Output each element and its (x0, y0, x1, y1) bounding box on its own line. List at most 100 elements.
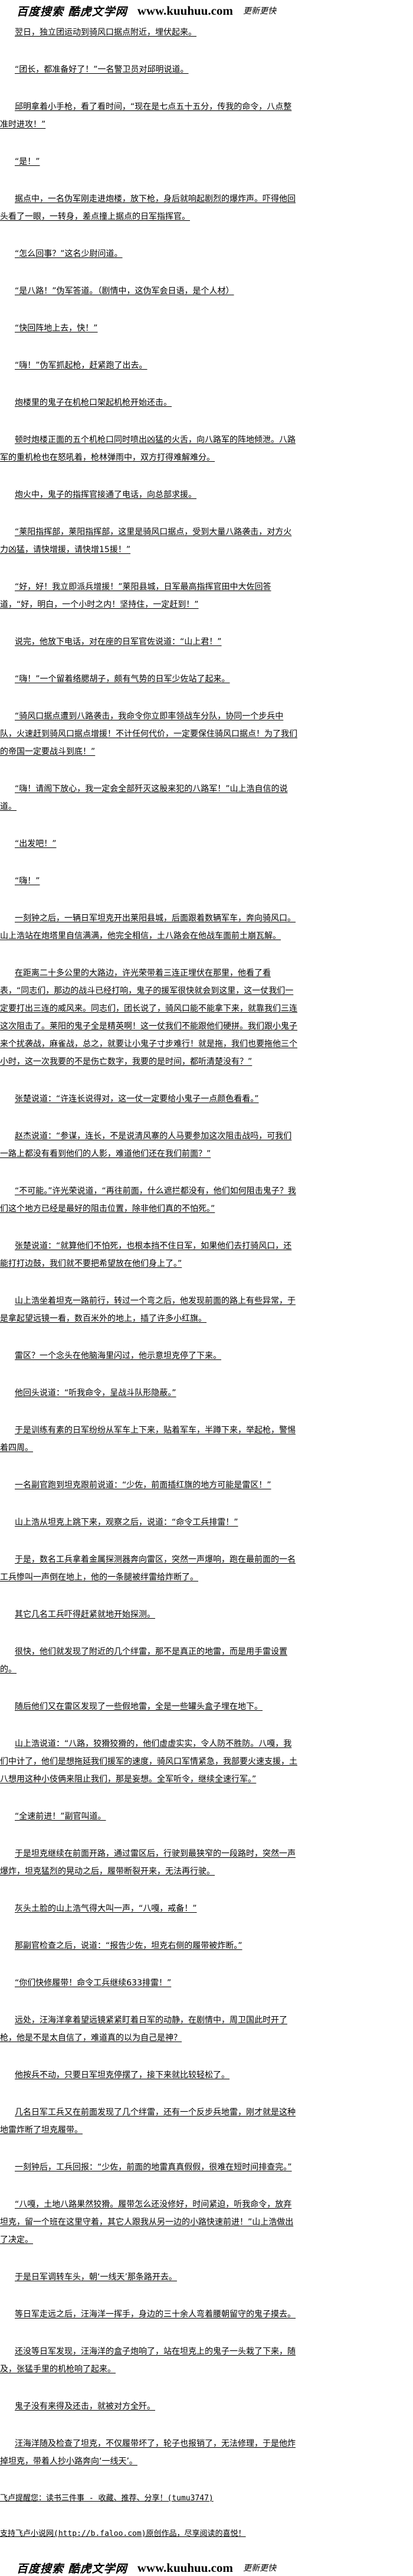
paragraph: “嗨！”伪军抓起枪，赶紧跑了出去。 (0, 357, 299, 374)
paragraph-text: 炮火中，鬼子的指挥官接通了电话，向总部求援。 (15, 490, 196, 500)
paragraph: 几名日军工兵又在前面发现了几个绊雷，还有一个反步兵地雷，刚才就是这种地雷炸断了坦… (0, 2104, 299, 2139)
paragraph: “团长，都准备好了！”一名警卫员对邱明说道。 (0, 61, 299, 79)
paragraph: “是！” (0, 153, 299, 171)
paragraph: 顿时炮楼正面的五个机枪口同时喷出凶猛的火舌，向八路军的阵地倾泄。八路军的重机枪也… (0, 431, 299, 467)
paragraph-text: 于是坦克继续在前面开路，通过雷区后，行驶到最狭窄的一段路时，突然一声爆炸，坦克猛… (0, 1849, 296, 1876)
paragraph: “八嘎，土地八路果然狡猾。履带怎么还没修好，时间紧迫，听我命令，放弃坦克，留一个… (0, 2196, 299, 2249)
paragraph: 翌日，独立团运动到骑风口据点附近，埋伏起来。 (0, 24, 299, 41)
paragraph-text: “全速前进！”副官叫道。 (15, 1812, 106, 1821)
paragraph-text: 一刻钟后，工兵回报：“少佐，前面的地雷真真假假，很难在短时间排查完。” (15, 2163, 292, 2172)
paragraph-text: 很快，他们就发现了附近的几个绊雷，那不是真正的地雷，而是用手雷设置的。 (0, 1647, 287, 1674)
paragraph-text: 炮楼里的鬼子在机枪口架起机枪开始还击。 (15, 398, 172, 407)
paragraph-text: 他按兵不动，只要日军坦克停摆了，接下来就比较轻松了。 (15, 2070, 230, 2080)
paragraph-text: 他回头说道：“听我命令，呈战斗队形隐蔽。” (15, 1388, 176, 1398)
paragraph-text: “怎么回事？”这名少尉问道。 (15, 249, 123, 259)
paragraph-text: 一名副官跑到坦克跟前说道：“少佐，前面插红旗的地方可能是雷区！” (15, 1481, 271, 1490)
paragraph: 于是坦克继续在前面开路，通过雷区后，行驶到最狭窄的一段路时，突然一声爆炸，坦克猛… (0, 1845, 299, 1880)
paragraph: 赵杰说道：“参谋，连长，不是说清风寨的人马要参加这次阻击战吗，可我们一路上都没有… (0, 1127, 299, 1163)
paragraph-text: “是八路！”伪军答道。（剧情中，这伪军会日语，是个人材） (15, 286, 234, 296)
paragraph-text: 灰头土脸的山上浩气得大叫一声，“八嘎，戒备！” (15, 1904, 197, 1913)
paragraph: 还没等日军发现，汪海洋的盒子炮响了，站在坦克上的鬼子一头栽了下来，随及，张猛手里… (0, 2343, 299, 2378)
paragraph-text: “不可能。”许光荣说道，“再往前面，什么遮拦都没有，他们如何阻击鬼子？我们这个地… (0, 1186, 296, 1214)
paragraph-text: “嗨！”一个留着络腮胡子，颇有气势的日军少佐站了起来。 (15, 674, 230, 684)
paragraph-text: 邱明拿着小手枪，看了看时间，“现在是七点五十五分，传我的命令，八点整准时进攻！” (0, 102, 292, 129)
logo-cn-text: 百度搜索 酷虎文学网 (17, 5, 127, 18)
paragraph-list: 翌日，独立团运动到骑风口据点附近，埋伏起来。 “团长，都准备好了！”一名警卫员对邱… (0, 24, 299, 2470)
paragraph: 一名副官跑到坦克跟前说道：“少佐，前面插红旗的地方可能是雷区！” (0, 1476, 299, 1494)
paragraph: 在距离二十多公里的大路边，许光荣带着三连正埋伏在那里，他看了看表，“同志们，那边… (0, 964, 299, 1071)
paragraph-text: “嗨！” (15, 876, 40, 886)
paragraph-text: 等日军走远之后，汪海洋一挥手，身边的三十余人弯着腰朝留守的鬼子摸去。 (15, 2310, 296, 2319)
paragraph-text: 山上浩从坦克上跳下来，观察之后，说道：“命令工兵排雷！” (15, 1518, 238, 1527)
paragraph-text: 张楚说道：“许连长说得对，这一仗一定要给小鬼子一点颜色看看。” (15, 1094, 259, 1104)
paragraph-text: “骑风口据点遭到八路袭击，我命令你立即率领战车分队，协同一个步兵中队，火速赶到骑… (0, 712, 297, 757)
footer-reminder-text: 飞卢提醒您：读书三件事 - 收藏、推荐、分享！(tumu3747) (0, 2494, 214, 2503)
paragraph: 张楚说道：“就算他们不怕死，也根本挡不住日军，如果他们去打骑风口，还能打打边鼓，… (0, 1237, 299, 1273)
paragraph-text: 鬼子没有来得及还击，就被对方全歼。 (15, 2402, 155, 2411)
paragraph: “好，好！我立即派兵增援！”莱阳县城，日军最高指挥官田中大佐回答道，“好，明白，… (0, 578, 299, 614)
paragraph-text: 于是，数名工兵拿着金属探测器奔向雷区，突然一声爆响，跑在最前面的一名工兵惨叫一声… (0, 1555, 296, 1582)
logo-slogan-text: 更新更快 (242, 6, 276, 16)
paragraph: 鬼子没有来得及还击，就被对方全歼。 (0, 2398, 299, 2415)
paragraph: “嗨！”一个留着络腮胡子，颇有气势的日军少佐站了起来。 (0, 670, 299, 688)
paragraph: 张楚说道：“许连长说得对，这一仗一定要给小鬼子一点颜色看看。” (0, 1090, 299, 1108)
paragraph-text: 远处，汪海洋拿着望远镜紧紧盯着日军的动静，在剧情中，周卫国此时开了枪，他是不是太… (0, 2016, 287, 2043)
paragraph: 他按兵不动，只要日军坦克停摆了，接下来就比较轻松了。 (0, 2066, 299, 2084)
logo-url-text: www.kuuhuu.com (137, 3, 233, 18)
logo-cn-text: 百度搜索 酷虎文学网 (17, 2562, 127, 2575)
paragraph: 于是，数名工兵拿着金属探测器奔向雷区，突然一声爆响，跑在最前面的一名工兵惨叫一声… (0, 1551, 299, 1586)
paragraph-text: “嗨！”伪军抓起枪，赶紧跑了出去。 (15, 361, 148, 370)
paragraph: 远处，汪海洋拿着望远镜紧紧盯着日军的动静，在剧情中，周卫国此时开了枪，他是不是太… (0, 2011, 299, 2047)
paragraph-text: 还没等日军发现，汪海洋的盒子炮响了，站在坦克上的鬼子一头栽了下来，随及，张猛手里… (0, 2347, 296, 2374)
logo-url-text: www.kuuhuu.com (137, 2560, 233, 2575)
paragraph-text: 那副官检查之后，说道：“报告少佐，坦克右侧的履带被炸断。” (15, 1941, 242, 1951)
paragraph: “骑风口据点遭到八路袭击，我命令你立即率领战车分队，协同一个步兵中队，火速赶到骑… (0, 707, 299, 761)
paragraph-text: “是！” (15, 157, 40, 167)
paragraph: 随后他们又在雷区发现了一些假地雷，全是一些罐头盒子埋在地下。 (0, 1698, 299, 1716)
paragraph: 邱明拿着小手枪，看了看时间，“现在是七点五十五分，传我的命令，八点整准时进攻！” (0, 98, 299, 133)
paragraph: “莱阳指挥部，莱阳指挥部，这里是骑风口据点，受到大量八路袭击，对方火力凶猛，请快… (0, 523, 299, 559)
chapter-content: 翌日，独立团运动到骑风口据点附近，埋伏起来。 “团长，都准备好了！”一名警卫员对邱… (0, 24, 299, 2575)
paragraph: “不可能。”许光荣说道，“再往前面，什么遮拦都没有，他们如何阻击鬼子？我们这个地… (0, 1182, 299, 1218)
site-logo-header[interactable]: 百度搜索 酷虎文学网 www.kuuhuu.com 更新更快 (17, 4, 276, 18)
paragraph: “怎么回事？”这名少尉问道。 (0, 245, 299, 263)
paragraph: 山上浩说道：“八路，狡猾狡猾的，他们虚虚实实，令人防不胜防。八嘎，我们中计了，他… (0, 1735, 299, 1788)
paragraph-text: 山上浩坐着坦克一路前行，转过一个弯之后，他发现前面的路上有些异常，于是拿起望远镜… (0, 1296, 296, 1323)
paragraph-text: “八嘎，土地八路果然狡猾。履带怎么还没修好，时间紧迫，听我命令，放弃坦克，留一个… (0, 2200, 294, 2245)
paragraph: 山上浩坐着坦克一路前行，转过一个弯之后，他发现前面的路上有些异常，于是拿起望远镜… (0, 1292, 299, 1328)
paragraph-text: 几名日军工兵又在前面发现了几个绊雷，还有一个反步兵地雷，刚才就是这种地雷炸断了坦… (0, 2108, 296, 2135)
paragraph: 一刻钟后，工兵回报：“少佐，前面的地雷真真假假，很难在短时间排查完。” (0, 2158, 299, 2176)
paragraph-text: “快回阵地上去，快！” (15, 324, 98, 333)
paragraph-text: 一刻钟之后，一辆日军坦克开出莱阳县城，后面跟着数辆军车，奔向骑风口。山上浩站在炮… (0, 914, 296, 941)
paragraph-text: “好，好！我立即派兵增援！”莱阳县城，日军最高指挥官田中大佐回答道，“好，明白，… (0, 582, 271, 609)
paragraph-text: 据点中，一名伪军刚走进炮楼，放下枪，身后就响起剧烈的爆炸声。吓得他回头看了一眼，… (0, 194, 296, 221)
paragraph: 很快，他们就发现了附近的几个绊雷，那不是真正的地雷，而是用手雷设置的。 (0, 1643, 299, 1678)
paragraph-text: 翌日，独立团运动到骑风口据点附近，埋伏起来。 (15, 28, 196, 37)
paragraph: 等日军走远之后，汪海洋一挥手，身边的三十余人弯着腰朝留守的鬼子摸去。 (0, 2306, 299, 2323)
paragraph-text: 于是日军调转车头，朝‘一线天’那条路开去。 (15, 2272, 177, 2282)
paragraph: “快回阵地上去，快！” (0, 319, 299, 337)
paragraph-text: 汪海洋随及检查了坦克，不仅履带坏了，轮子也报销了，无法修理，于是他炸掉坦克，带着… (0, 2439, 296, 2466)
paragraph-text: “出发吧！” (15, 839, 57, 849)
paragraph-text: 顿时炮楼正面的五个机枪口同时喷出凶猛的火舌，向八路军的阵地倾泄。八路军的重机枪也… (0, 435, 296, 462)
paragraph: 雷区？一个念头在他脑海里闪过，他示意坦克停了下来。 (0, 1347, 299, 1365)
paragraph-text: 山上浩说道：“八路，狡猾狡猾的，他们虚虚实实，令人防不胜防。八嘎，我们中计了，他… (0, 1739, 297, 1784)
paragraph: 说完，他放下电话，对在座的日军官佐说道：“山上君！” (0, 633, 299, 651)
site-logo-footer[interactable]: 百度搜索 酷虎文学网 www.kuuhuu.com 更新更快 (17, 2561, 276, 2575)
paragraph: 于是训练有素的日军纷纷从军车上下来，贴着军车，半蹲下来，举起枪，警惕着四周。 (0, 1421, 299, 1457)
footer-support-link[interactable]: 支持飞卢小说网(http://b.faloo.com)原创作品，尽享阅读的喜悦！ (0, 2529, 246, 2538)
paragraph: 汪海洋随及检查了坦克，不仅履带坏了，轮子也报销了，无法修理，于是他炸掉坦克，带着… (0, 2435, 299, 2470)
paragraph: 炮楼里的鬼子在机枪口架起机枪开始还击。 (0, 394, 299, 412)
paragraph-text: 于是训练有素的日军纷纷从军车上下来，贴着军车，半蹲下来，举起枪，警惕着四周。 (0, 1426, 296, 1453)
paragraph-text: 雷区？一个念头在他脑海里闪过，他示意坦克停了下来。 (15, 1351, 221, 1361)
paragraph: “你们快修履带！命令工兵继续633排雷！” (0, 1974, 299, 1992)
footer-support[interactable]: 支持飞卢小说网(http://b.faloo.com)原创作品，尽享阅读的喜悦！ (0, 2525, 299, 2543)
paragraph-text: “嗨！请阁下放心，我一定会全部歼灭这股来犯的八路军！”山上浩自信的说道。 (0, 784, 288, 811)
paragraph: “是八路！”伪军答道。（剧情中，这伪军会日语，是个人材） (0, 282, 299, 300)
paragraph-text: 说完，他放下电话，对在座的日军官佐说道：“山上君！” (15, 637, 222, 647)
paragraph: “全速前进！”副官叫道。 (0, 1808, 299, 1825)
paragraph-text: “你们快修履带！命令工兵继续633排雷！” (15, 1978, 172, 1988)
paragraph: 于是日军调转车头，朝‘一线天’那条路开去。 (0, 2268, 299, 2286)
paragraph-text: 随后他们又在雷区发现了一些假地雷，全是一些罐头盒子埋在地下。 (15, 1702, 263, 1711)
paragraph: 他回头说道：“听我命令，呈战斗队形隐蔽。” (0, 1384, 299, 1402)
